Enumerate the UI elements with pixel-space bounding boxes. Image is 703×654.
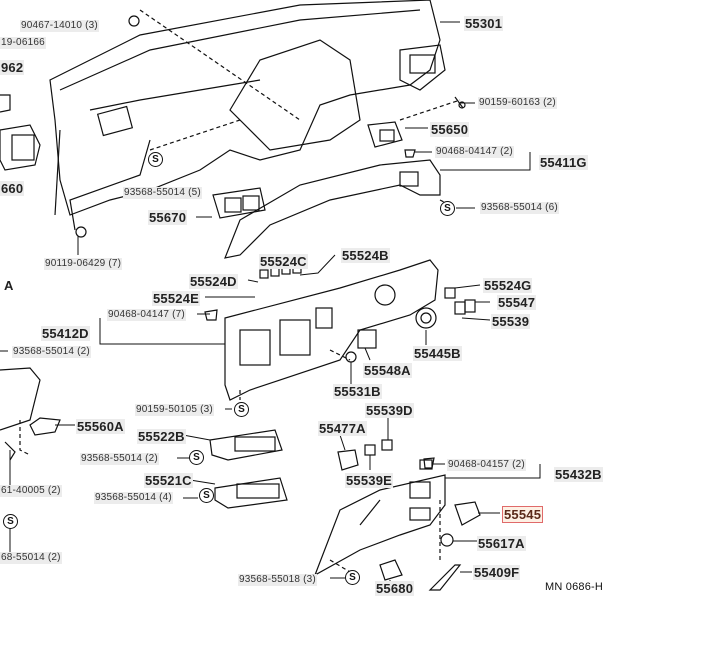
part-label-55477a[interactable]: 55477A xyxy=(318,421,367,436)
part-label-90119-06166[interactable]: 19-06166 xyxy=(0,37,46,49)
part-label-61-40005[interactable]: 61-40005 (2) xyxy=(0,485,62,497)
dashed-leaders xyxy=(19,9,461,576)
part-label-55524d[interactable]: 55524D xyxy=(189,274,238,289)
right-vent xyxy=(367,121,403,148)
lower-panel xyxy=(313,474,481,591)
part-label-55432b[interactable]: 55432B xyxy=(554,467,603,482)
part-label-55301[interactable]: 55301 xyxy=(464,16,504,31)
part-label-93568-55014-2a[interactable]: 93568-55014 (2) xyxy=(12,346,91,358)
small-switches xyxy=(337,439,433,471)
part-label-55531b[interactable]: 55531B xyxy=(333,384,382,399)
part-label-55524c[interactable]: 55524C xyxy=(259,254,308,269)
part-label-90119-06429[interactable]: 90119-06429 (7) xyxy=(44,258,123,270)
part-label-660[interactable]: 660 xyxy=(0,181,25,196)
part-label-90468-04157[interactable]: 90468-04157 (2) xyxy=(447,459,526,471)
cluster-panel xyxy=(224,259,439,401)
part-label-55560a[interactable]: 55560A xyxy=(76,419,125,434)
left-vent xyxy=(0,94,41,171)
part-label-55650[interactable]: 55650 xyxy=(430,122,470,137)
pockets xyxy=(209,429,288,509)
part-label-93568-55014-4[interactable]: 93568-55014 (4) xyxy=(94,492,173,504)
left-glovebox xyxy=(0,367,61,461)
part-label-55524g[interactable]: 55524G xyxy=(483,278,533,293)
screw-symbol-icon: S xyxy=(148,152,163,167)
part-label-55521c[interactable]: 55521C xyxy=(144,473,193,488)
part-label-55522b[interactable]: 55522B xyxy=(137,429,186,444)
part-label-90468-04147-2[interactable]: 90468-04147 (2) xyxy=(435,146,514,158)
screw-symbol-icon: S xyxy=(440,201,455,216)
diagram-code: MN 0686-H xyxy=(545,581,604,593)
fasteners xyxy=(75,15,466,469)
view-marker-a: A xyxy=(4,278,14,293)
part-label-55539e[interactable]: 55539E xyxy=(345,473,394,488)
screw-symbol-icon: S xyxy=(189,450,204,465)
part-label-93568-55014-2b[interactable]: 93568-55014 (2) xyxy=(80,453,159,465)
part-label-55617a[interactable]: 55617A xyxy=(477,536,526,551)
part-label-55539[interactable]: 55539 xyxy=(491,314,531,329)
part-label-90159-60163[interactable]: 90159-60163 (2) xyxy=(478,97,557,109)
switches-right xyxy=(345,287,476,363)
screw-symbol-icon: S xyxy=(345,570,360,585)
part-label-55411g[interactable]: 55411G xyxy=(539,155,588,170)
cluster-trim xyxy=(224,159,441,259)
part-label-55524e[interactable]: 55524E xyxy=(152,291,201,306)
part-label-68-55014[interactable]: 68-55014 (2) xyxy=(0,552,62,564)
part-label-93568-55014-6[interactable]: 93568-55014 (6) xyxy=(480,202,559,214)
center-vent xyxy=(212,187,266,219)
screw-symbol-icon: S xyxy=(3,514,18,529)
part-label-55524b[interactable]: 55524B xyxy=(341,248,390,263)
part-label-55412d[interactable]: 55412D xyxy=(41,326,90,341)
part-label-55547[interactable]: 55547 xyxy=(497,295,537,310)
part-label-93568-55014-5[interactable]: 93568-55014 (5) xyxy=(123,187,202,199)
leader-lines xyxy=(0,21,541,585)
part-label-90467-14010[interactable]: 90467-14010 (3) xyxy=(20,20,99,32)
part-label-93568-55018[interactable]: 93568-55018 (3) xyxy=(238,574,317,586)
part-label-55670[interactable]: 55670 xyxy=(148,210,188,225)
screw-symbol-icon: S xyxy=(234,402,249,417)
screw-symbol-icon: S xyxy=(199,488,214,503)
part-label-962[interactable]: 962 xyxy=(0,60,25,75)
part-label-55548a[interactable]: 55548A xyxy=(363,363,412,378)
part-label-90468-04147-7[interactable]: 90468-04147 (7) xyxy=(107,309,186,321)
part-label-55539d[interactable]: 55539D xyxy=(365,403,414,418)
part-label-55445b[interactable]: 55445B xyxy=(413,346,462,361)
part-label-90159-50105[interactable]: 90159-50105 (3) xyxy=(135,404,214,416)
part-label-55680[interactable]: 55680 xyxy=(375,581,415,596)
dashboard-upper-panel xyxy=(49,0,446,231)
part-label-55545-highlighted[interactable]: 55545 xyxy=(502,506,544,523)
part-label-55409f[interactable]: 55409F xyxy=(473,565,521,580)
